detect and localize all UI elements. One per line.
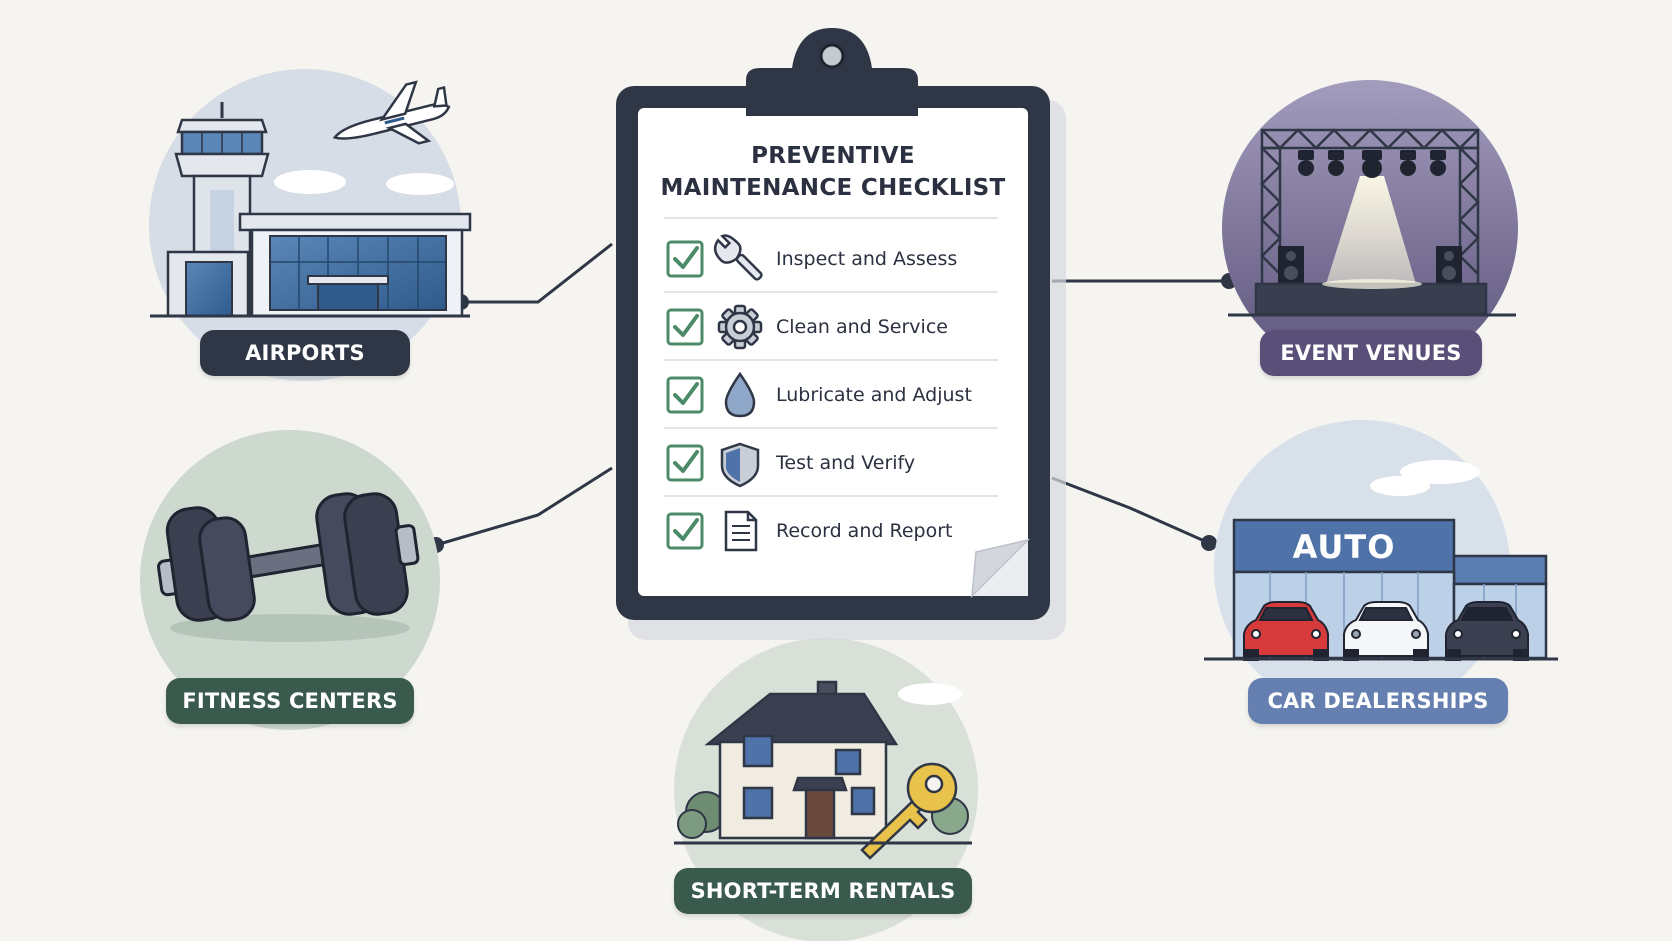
white-car-icon (1343, 601, 1429, 661)
airport-illustration (149, 69, 472, 381)
checklist-item-label: Lubricate and Adjust (776, 384, 972, 406)
checklist-title: PREVENTIVE MAINTENANCE CHECKLIST (640, 140, 1026, 204)
dumbbell-icon (157, 492, 420, 622)
checklist-item-label: Record and Report (776, 520, 953, 542)
checklist-title-line-2: MAINTENANCE CHECKLIST (660, 175, 1006, 201)
clipboard-clip (746, 28, 918, 116)
connector-lines (435, 242, 1228, 547)
droplet-icon (724, 371, 756, 418)
speaker-icons (1278, 246, 1462, 284)
checklist-item-label: Clean and Service (776, 316, 948, 338)
fitness-centers-label: FITNESS CENTERS (166, 678, 414, 724)
checklist-row-3-graphics (666, 371, 756, 418)
auto-sign-text: AUTO (1292, 528, 1396, 566)
document-icon (724, 510, 758, 552)
shield-icon (720, 442, 760, 488)
terminal-building-icon (166, 212, 472, 318)
checklist-row-2-graphics (666, 304, 763, 350)
connector-airports (462, 242, 613, 304)
checklist-item-label: Test and Verify (776, 452, 916, 474)
short-term-rental-illustration (674, 638, 978, 941)
car-dealerships-label: CAR DEALERSHIPS (1248, 678, 1508, 724)
red-car-icon (1243, 601, 1329, 661)
house-icon (704, 680, 899, 840)
wrench-icon (713, 234, 763, 281)
fitness-center-illustration (140, 430, 440, 730)
short-term-rentals-label: SHORT-TERM RENTALS (674, 868, 972, 914)
checklist-item-label: Inspect and Assess (776, 248, 958, 270)
airports-label: AIRPORTS (200, 330, 410, 376)
checklist-title-line-1: PREVENTIVE (751, 143, 915, 169)
connector-car-dealerships (1051, 476, 1210, 545)
key-icon (860, 762, 958, 860)
airplane-icon (332, 80, 451, 145)
checklist-row-1-graphics (666, 234, 763, 281)
gear-icon (717, 304, 763, 350)
checklist-row-5-graphics (666, 510, 758, 552)
car-dealership-illustration (1204, 420, 1558, 716)
event-venue-illustration (1222, 80, 1518, 376)
event-venues-label: EVENT VENUES (1260, 330, 1482, 376)
dark-car-icon (1445, 601, 1529, 661)
spotlight-icons (1298, 150, 1446, 178)
checklist-row-4-graphics (666, 442, 760, 488)
connector-fitness (435, 466, 613, 547)
